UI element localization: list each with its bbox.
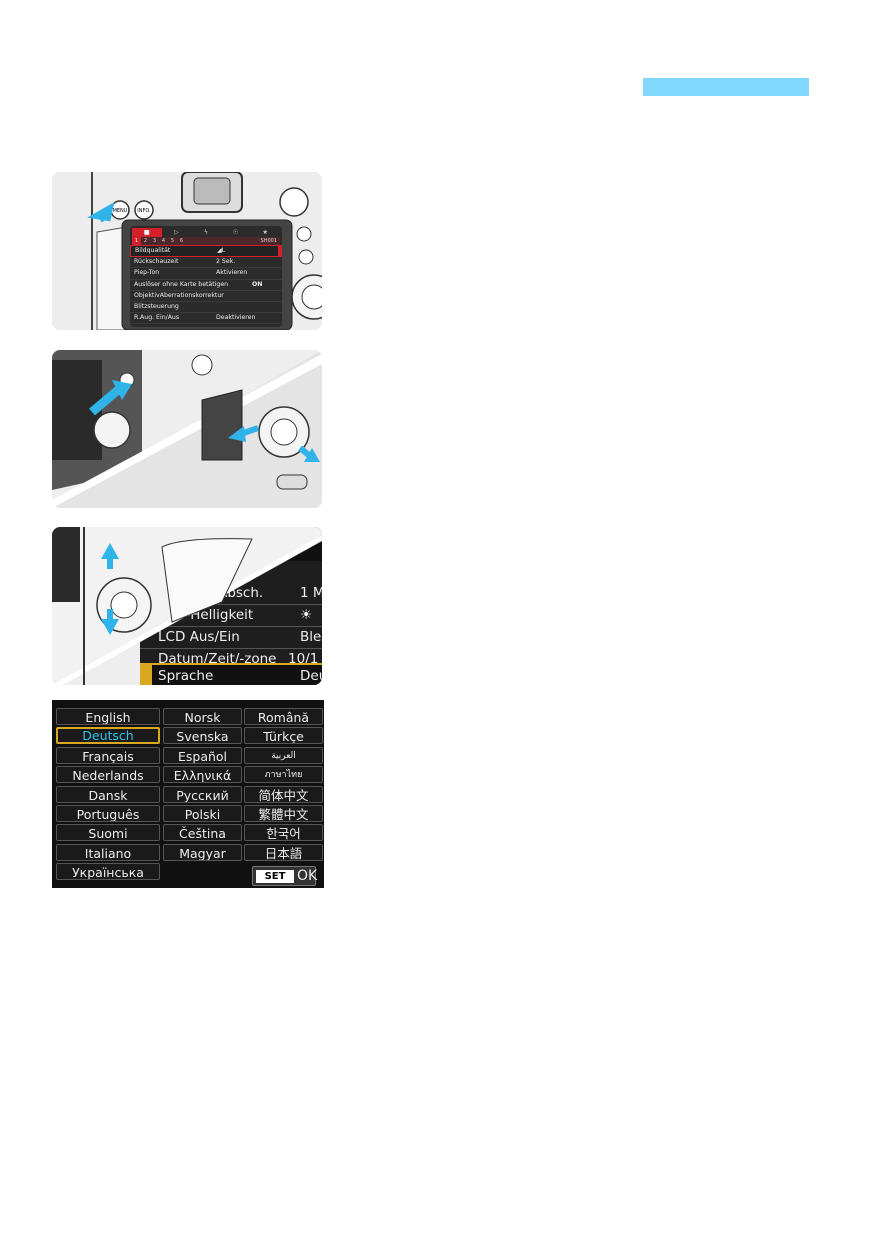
language-option[interactable]: 繁體中文: [244, 805, 323, 822]
subtab[interactable]: 5: [170, 238, 175, 244]
subtab[interactable]: 4: [161, 238, 166, 244]
language-option[interactable]: 日本語: [244, 843, 323, 861]
language-option[interactable]: Ελληνικά: [163, 766, 242, 784]
menu-row-label: ObjektivAberrationskorrektur: [134, 291, 224, 299]
menu-tabs: ■ ▷ ϟ ☉ ★: [132, 228, 280, 237]
arrow-right-icon: [304, 448, 320, 462]
menu-row[interactable]: Blitzsteuerung: [130, 302, 282, 314]
illustration-quick-control-dial: [52, 350, 322, 508]
tab-camera-icon[interactable]: ■: [132, 228, 162, 237]
tab-wrench-icon[interactable]: ϟ: [203, 229, 209, 236]
menu-row-value: Blei: [300, 629, 322, 645]
language-option[interactable]: Türkçe: [244, 727, 323, 745]
language-option[interactable]: Français: [56, 746, 160, 764]
tab-play-icon[interactable]: ▷: [174, 229, 179, 236]
menu-row[interactable]: Auslöser ohne Karte betätigen ON: [130, 280, 282, 291]
menu-code: SH001: [260, 238, 277, 244]
menu-row-selected[interactable]: Sprache Deu: [140, 663, 322, 685]
menu-row-value: ON: [252, 280, 263, 288]
camera-dial-drawing: [52, 350, 322, 508]
language-option[interactable]: Svenska: [163, 727, 242, 745]
language-option[interactable]: Español: [163, 746, 242, 764]
menu-row-label: Bildqualität: [135, 247, 171, 254]
language-option[interactable]: Українська: [56, 863, 160, 881]
language-option[interactable]: العربية: [244, 746, 323, 764]
language-option[interactable]: 简体中文: [244, 785, 323, 803]
menu-row-label: Piep-Ton: [134, 269, 160, 277]
language-option[interactable]: Polski: [163, 805, 242, 822]
language-option[interactable]: 한국어: [244, 824, 323, 842]
menu-row-value: Deaktivieren: [216, 314, 256, 322]
language-option[interactable]: Dansk: [56, 785, 160, 803]
menu-row-value: Aktivieren: [216, 269, 248, 277]
menu-row-value: Deu: [300, 668, 322, 684]
info-button-label: INFO.: [137, 208, 151, 214]
menu-row[interactable]: Rückschauzeit 2 Sek.: [130, 257, 282, 269]
language-option[interactable]: Magyar: [163, 843, 242, 861]
arrow-icon: [89, 386, 121, 416]
menu-row-value: ◢L: [217, 247, 226, 254]
menu-row-label: Abstand/Absch.: [158, 585, 264, 601]
menu-button-label: MENU: [113, 208, 128, 214]
menu-row-value: 2 Sek.: [216, 258, 236, 266]
menu-row[interactable]: R.Aug. Ein/Aus Deaktivieren: [130, 313, 282, 325]
menu-row[interactable]: ObjektivAberrationskorrektur: [130, 291, 282, 302]
tab-star-icon[interactable]: ★: [262, 229, 268, 236]
section-tag-bar: [643, 78, 809, 96]
menu-row-label: Blitzsteuerung: [134, 302, 179, 310]
menu-row-label: Auslöser ohne Karte betätigen: [134, 280, 229, 288]
setup-menu-screen: Abstand/Absch. 1 M LCD-Helligkeit ☀ LCD Au…: [140, 527, 322, 685]
subtab[interactable]: 2: [143, 238, 148, 244]
language-option[interactable]: Português: [56, 805, 160, 822]
menu-row[interactable]: Abstand/Absch. 1 M: [140, 582, 322, 605]
menu-row-label: R.Aug. Ein/Aus: [134, 314, 180, 322]
menu-row-label: Rückschauzeit: [134, 258, 179, 266]
menu-row-value: ☀: [300, 607, 313, 623]
language-option[interactable]: ภาษาไทย: [244, 766, 323, 784]
menu-row-label: Sprache: [158, 668, 214, 684]
subtab[interactable]: 1: [132, 237, 141, 245]
menu-row-label: LCD-Helligkeit: [158, 607, 254, 623]
language-option[interactable]: Nederlands: [56, 766, 160, 784]
ok-label: OK: [297, 868, 318, 884]
language-option[interactable]: English: [56, 708, 160, 725]
menu-row[interactable]: Bildqualität ◢L: [130, 245, 282, 258]
tab-custom-icon[interactable]: ☉: [232, 229, 239, 236]
menu-row-label: LCD Aus/Ein: [158, 629, 240, 645]
language-option[interactable]: Norsk: [163, 708, 242, 725]
set-ok-button[interactable]: SET OK: [252, 866, 318, 886]
menu-row[interactable]: LCD Aus/Ein Blei: [140, 626, 322, 649]
set-label: SET: [256, 870, 294, 883]
camera-menu-screen: ■ ▷ ϟ ☉ ★ 1 2 3 4 5 6 SH001 Bildqualität…: [130, 226, 282, 327]
arrow-icon: [87, 202, 115, 223]
subtab[interactable]: 3: [152, 238, 157, 244]
language-option[interactable]: Suomi: [56, 824, 160, 842]
illustration-language-menu: Abstand/Absch. 1 M LCD-Helligkeit ☀ LCD Au…: [52, 527, 322, 685]
menu-row[interactable]: LCD-Helligkeit ☀: [140, 604, 322, 627]
language-option[interactable]: Română: [244, 708, 323, 725]
illustration-menu-button: MENU INFO. ■ ▷ ϟ ☉ ★ 1 2 3 4 5: [52, 172, 322, 330]
language-option[interactable]: Русский: [163, 785, 242, 803]
arrow-left-icon: [228, 426, 246, 442]
menu-row[interactable]: Piep-Ton Aktivieren: [130, 268, 282, 280]
language-option[interactable]: Čeština: [163, 824, 242, 842]
language-option[interactable]: Deutsch: [56, 727, 160, 745]
menu-row-value: 1 M: [300, 585, 322, 601]
menu-subtabs: 1 2 3 4 5 6 SH001: [132, 237, 280, 245]
subtab[interactable]: 6: [179, 238, 184, 244]
language-option[interactable]: Italiano: [56, 843, 160, 861]
